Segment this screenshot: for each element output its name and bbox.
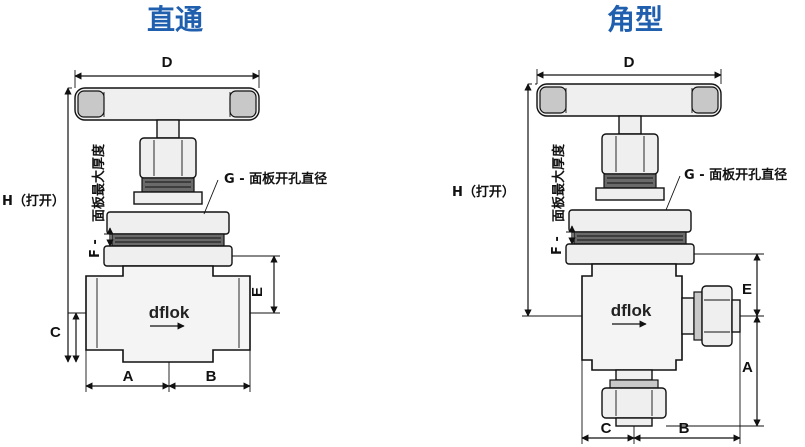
angle-panel-nut [565, 209, 695, 265]
angle-valve: dflok D [452, 54, 787, 444]
straight-dim-h: H（打开） [2, 87, 75, 363]
label-d-left: D [162, 54, 173, 71]
label-c-left: C [50, 324, 61, 341]
label-h-left: H（打开） [2, 193, 65, 209]
straight-dim-e: E [232, 255, 280, 314]
title-straight: 直通 [147, 3, 203, 36]
angle-brand-text: dflok [611, 301, 652, 320]
angle-dim-h: H（打开） [452, 83, 582, 317]
label-b-left: B [206, 368, 217, 385]
angle-dim-f: F - [550, 225, 596, 255]
label-f-left: F - [88, 239, 103, 258]
straight-dim-g: G - 面板开孔直径 [203, 171, 327, 215]
label-g-left: G - 面板开孔直径 [224, 171, 327, 187]
angle-dim-d: D [536, 54, 722, 84]
straight-handle [74, 87, 260, 139]
angle-dim-cb: C B [581, 332, 741, 444]
label-e-left: E [249, 287, 266, 297]
straight-dim-d: D [74, 54, 260, 88]
straight-body: dflok [85, 265, 251, 363]
straight-dim-f: F - [88, 227, 134, 258]
straight-dim-c: C [50, 312, 86, 363]
straight-brand-text: dflok [149, 303, 190, 322]
title-angle: 角型 [607, 3, 663, 36]
label-a-right: A [742, 359, 753, 376]
angle-bonnet [595, 133, 665, 201]
angle-bottom-fitting [601, 369, 667, 427]
angle-handle [536, 83, 722, 135]
label-g-right: G - 面板开孔直径 [684, 167, 787, 183]
label-thickness-left: 面板最大厚度 [91, 143, 107, 222]
label-d-right: D [624, 54, 635, 71]
angle-body: dflok [581, 263, 683, 371]
label-b-right: B [679, 420, 690, 437]
angle-dim-g: G - 面板开孔直径 [665, 167, 787, 211]
angle-dim-a: A [666, 315, 764, 427]
straight-valve: dflok D H（打开） 面板最大厚度 F - G - 面板开孔直径 [2, 54, 327, 392]
straight-panel-nut [103, 211, 233, 267]
label-thickness-right: 面板最大厚度 [551, 143, 567, 222]
label-e-right: E [742, 281, 752, 298]
label-h-right: H（打开） [452, 184, 515, 200]
label-f-right: F - [550, 236, 565, 255]
label-a-left: A [123, 368, 134, 385]
straight-dim-ab: A B [85, 350, 251, 392]
angle-side-fitting [681, 285, 741, 347]
label-c-right: C [601, 420, 612, 437]
straight-bonnet [133, 137, 203, 205]
